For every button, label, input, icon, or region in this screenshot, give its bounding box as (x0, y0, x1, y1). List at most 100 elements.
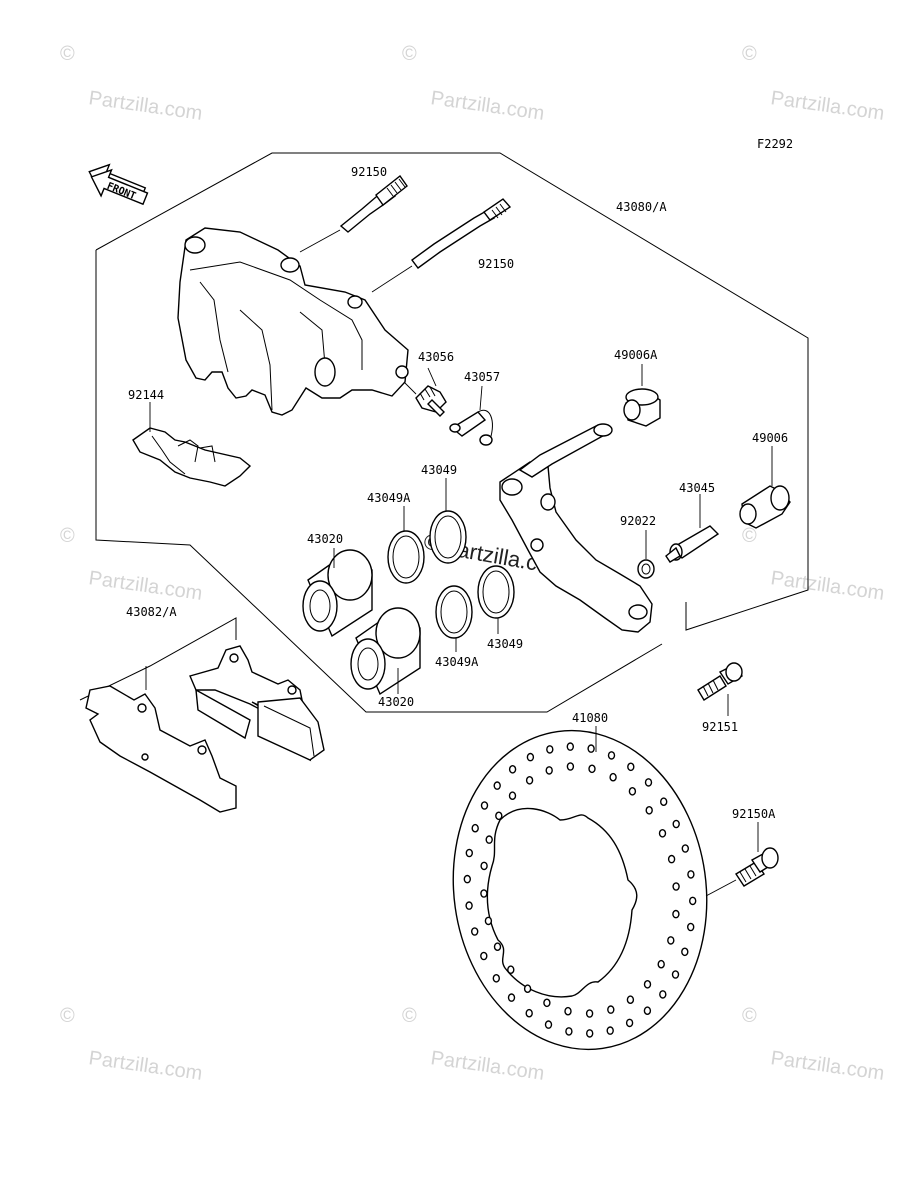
disc-vent-hole (689, 896, 697, 906)
piston-seal-43049A-lower (435, 585, 473, 652)
label-92151: 92151 (702, 720, 738, 734)
disc-vent-hole (672, 882, 680, 891)
caliper-bracket (499, 423, 653, 633)
svg-text:©: © (742, 1005, 757, 1027)
svg-text:©: © (60, 43, 75, 65)
label-43049A-bottom: 43049A (435, 655, 479, 669)
label-43080-A: 43080/A (616, 200, 667, 214)
disc-vent-hole (657, 959, 665, 969)
svg-text:Partzilla.com: Partzilla.com (429, 87, 545, 125)
diagram-code: F2292 (757, 137, 793, 151)
disc-vent-hole (471, 823, 479, 833)
disc-vent-hole (667, 936, 675, 945)
piston-43020-lower (350, 607, 421, 696)
part-labels: 92150 92150 43080/A 43056 43057 49006A 9… (126, 165, 788, 821)
disc-vent-hole (508, 765, 517, 774)
disc-vent-hole (606, 1026, 614, 1035)
svg-text:©: © (402, 43, 417, 65)
disc-vent-hole (493, 942, 502, 952)
bracket-bolt-92151 (697, 662, 743, 716)
svg-text:Partzilla.com: Partzilla.com (429, 1047, 545, 1085)
disc-vent-hole (585, 1009, 594, 1018)
label-92150A: 92150A (732, 807, 776, 821)
disc-vent-hole (508, 791, 517, 801)
disc-vent-hole (586, 1029, 594, 1038)
washer-92022 (637, 530, 655, 579)
svg-text:Partzilla.com: Partzilla.com (769, 567, 885, 605)
disc-vent-hole (480, 861, 488, 871)
disc-vent-hole (492, 974, 500, 983)
svg-text:©: © (60, 525, 75, 547)
svg-text:©: © (742, 525, 757, 547)
piston-seal-43049A-upper (387, 506, 425, 584)
label-43049-bottom: 43049 (487, 637, 523, 651)
disc-vent-hole (625, 1018, 634, 1028)
caliper-pin-92150-lower (371, 198, 512, 293)
disc-vent-hole (681, 947, 689, 957)
watermark-bottom-left: © Partzilla.com (60, 1005, 204, 1085)
disc-vent-hole (507, 993, 516, 1002)
disc-vent-hole (681, 844, 689, 853)
watermark-top-left: © Partzilla.com (60, 43, 204, 125)
svg-text:©: © (402, 1005, 417, 1027)
caliper-body (177, 227, 409, 416)
disc-vent-hole (607, 751, 616, 760)
disc-vent-hole (484, 916, 493, 926)
brake-pad-outer (257, 697, 325, 761)
slide-pin-43045 (665, 494, 720, 563)
disc-vent-hole (564, 1006, 572, 1016)
disc-vent-hole (545, 766, 553, 775)
watermark-top-right: © Partzilla.com (742, 43, 886, 125)
label-92144: 92144 (128, 388, 164, 402)
disc-vent-hole (544, 1020, 553, 1029)
disc-vent-hole (507, 965, 515, 975)
disc-vent-hole (566, 762, 575, 771)
svg-text:Partzilla.com: Partzilla.com (87, 1047, 203, 1085)
disc-vent-hole (609, 772, 617, 782)
disc-vent-hole (546, 745, 554, 754)
label-43049A-top: 43049A (367, 491, 411, 505)
caliper-assembly-outline (95, 152, 809, 631)
front-arrow-icon: FRONT (88, 163, 149, 206)
disc-vent-hole (493, 781, 501, 790)
disc-vent-hole (465, 901, 473, 910)
caliper-assembly-outline-lower (95, 250, 663, 713)
disc-vent-hole (660, 797, 668, 807)
disc-vent-hole (566, 742, 574, 751)
brake-pad-shim-rear (85, 685, 237, 813)
svg-text:Partzilla.com: Partzilla.com (769, 1047, 885, 1085)
svg-text:©: © (60, 1005, 75, 1027)
bleeder-cap-43057 (449, 385, 493, 446)
label-43020-top: 43020 (307, 532, 343, 546)
disc-vent-hole (465, 848, 473, 858)
disc-vent-hole (626, 995, 635, 1005)
label-43049-top: 43049 (421, 463, 457, 477)
piston-seal-43049-upper (429, 478, 467, 564)
boot-49006A (623, 364, 661, 427)
label-92150-top: 92150 (351, 165, 387, 179)
disc-vent-hole (471, 927, 479, 936)
piston-43020-upper (302, 548, 373, 638)
disc-vent-hole (644, 778, 653, 787)
disc-vent-hole (543, 998, 551, 1008)
disc-vent-hole (525, 776, 534, 785)
disc-vent-hole (463, 874, 471, 884)
disc-vent-hole (480, 801, 489, 810)
pad-spring-92144 (132, 402, 252, 487)
disc-vent-hole (671, 970, 680, 979)
disc-vent-hole (526, 752, 535, 762)
disc-vent-hole (523, 984, 532, 994)
disc-vent-hole (587, 744, 595, 753)
label-43082-A: 43082/A (126, 605, 177, 619)
svg-text:©: © (742, 43, 757, 65)
disc-vent-hole (627, 762, 635, 772)
disc-vent-hole (643, 980, 652, 989)
svg-text:Partzilla.com: Partzilla.com (769, 87, 885, 125)
watermark-top-center: © Partzilla.com (402, 43, 546, 125)
label-43056: 43056 (418, 350, 454, 364)
disc-bolt-92150A (705, 822, 779, 897)
disc-vent-hole (525, 1008, 533, 1018)
disc-vent-hole (480, 889, 488, 898)
disc-vent-hole (672, 819, 680, 829)
